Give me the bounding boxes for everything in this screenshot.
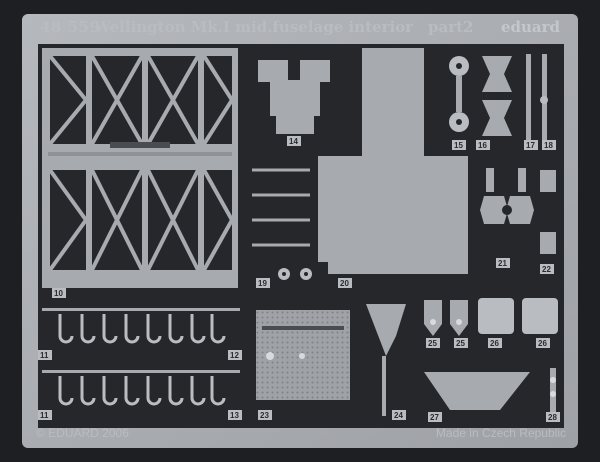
fret-header: 48 559 Wellington Mk.I mid.fuselage inte…: [40, 18, 560, 42]
part-label-25-left: 25: [428, 339, 437, 348]
origin-text: Made in Czech Republic: [435, 426, 566, 440]
set-code: 48 559: [40, 18, 101, 36]
parts-21-22: [474, 162, 564, 270]
part-label-28: 28: [548, 413, 557, 422]
part-label-14: 14: [289, 137, 298, 146]
part-label-16: 16: [478, 141, 487, 150]
parts-15-18: [432, 48, 562, 152]
brand-logo-text: eduard: [500, 18, 560, 36]
part-label-12: 12: [230, 351, 239, 360]
part-20-cross-plate: [250, 48, 468, 274]
part-label-20: 20: [340, 279, 349, 288]
fret-footer: © EDUARD 2006 Made in Czech Republic: [36, 426, 566, 444]
part-24: [362, 300, 414, 424]
part-label-18: 18: [544, 141, 553, 150]
part-label-25-right: 25: [456, 339, 465, 348]
part-label-13: 13: [230, 411, 239, 420]
part-14: [246, 48, 356, 148]
part-label-26-right: 26: [538, 339, 547, 348]
parts-27-28: [418, 364, 564, 424]
part-label-21: 21: [498, 259, 507, 268]
part-23-plate: [248, 300, 358, 424]
copyright-text: © EDUARD 2006: [36, 426, 129, 440]
part-10-frame: [42, 48, 238, 288]
part-label-27: 27: [430, 413, 439, 422]
part-label-10: 10: [54, 289, 63, 298]
set-title: Wellington Mk.I mid.fuselage interior: [94, 18, 414, 36]
part-number-labels: 10 11 11 12 13 14 15 16 17 18 19 20 21 2…: [38, 136, 560, 422]
parts-11-13-hooks: [42, 306, 240, 420]
part-label-17: 17: [526, 141, 535, 150]
part-label-23: 23: [260, 411, 269, 420]
part-label-11-top: 11: [40, 351, 49, 360]
part-label-11-bottom: 11: [40, 411, 49, 420]
part-label-15: 15: [454, 141, 463, 150]
part-label-24: 24: [394, 411, 403, 420]
part-label-22: 22: [542, 265, 551, 274]
parts-25-26: [418, 292, 564, 358]
part-label-19: 19: [258, 279, 267, 288]
part-label-26-left: 26: [490, 339, 499, 348]
set-part: part2: [428, 18, 474, 36]
